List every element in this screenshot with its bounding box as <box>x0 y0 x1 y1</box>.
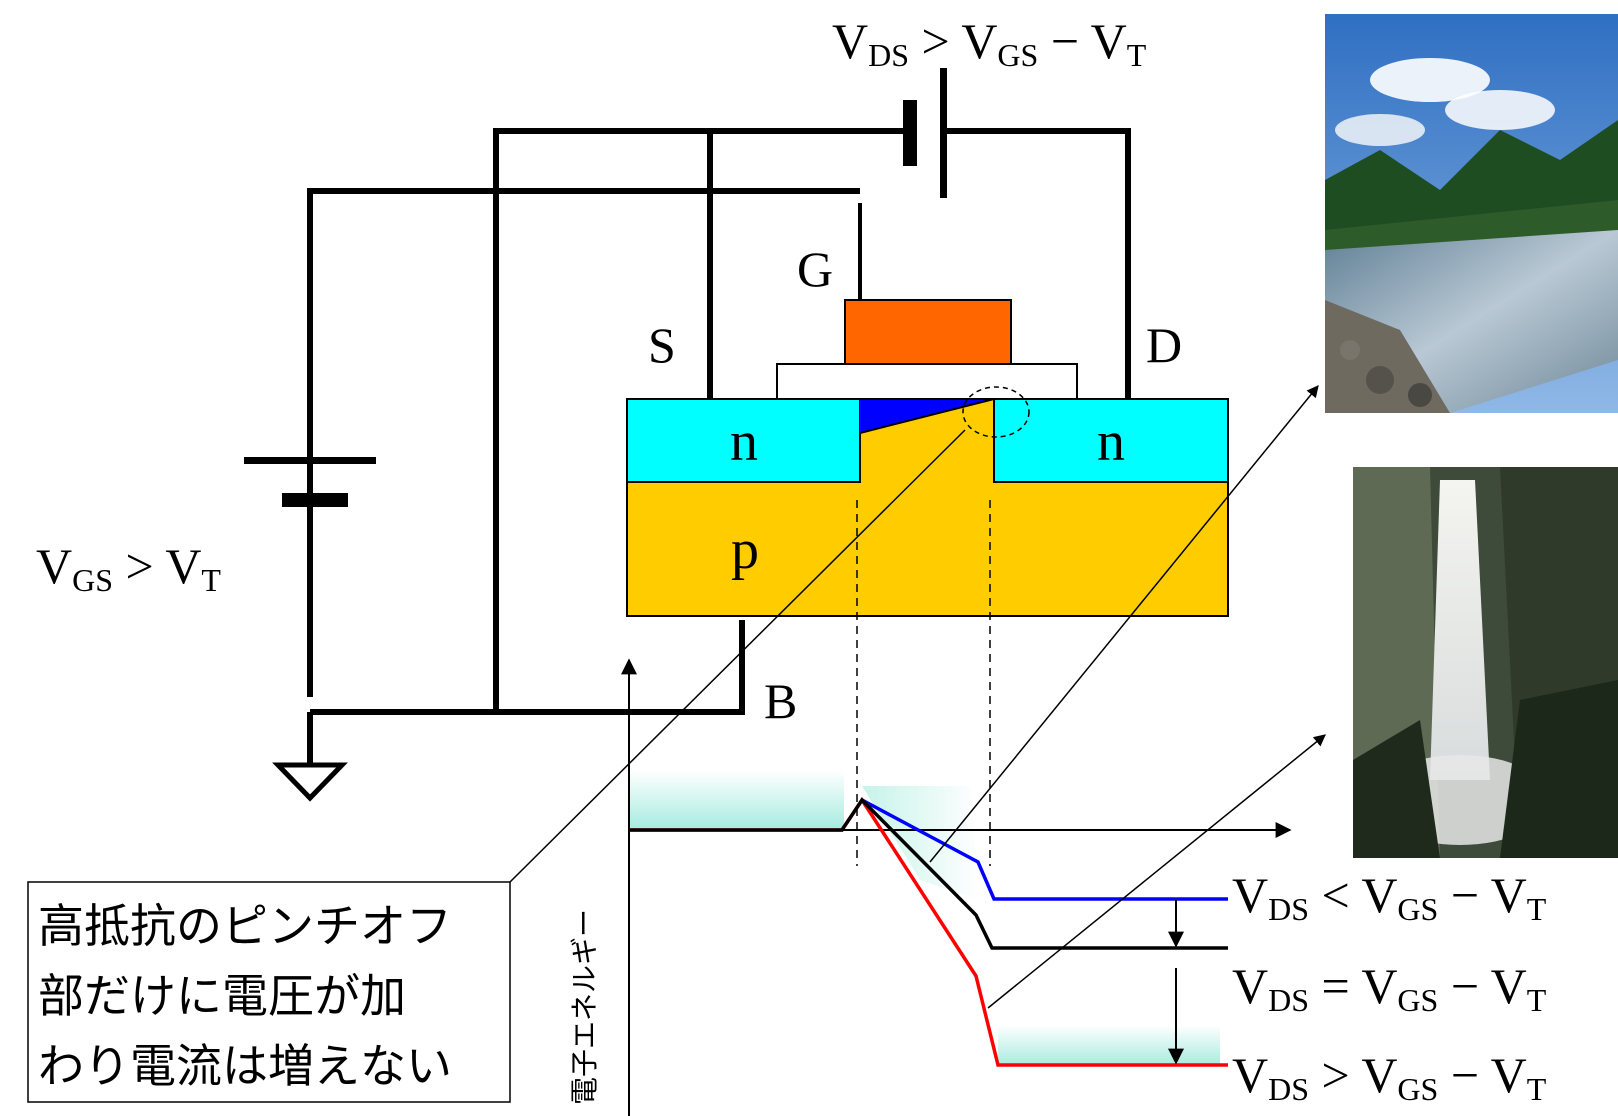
ds-battery-long-plate <box>940 68 947 198</box>
ground-icon <box>272 762 348 802</box>
source-label: S <box>648 317 676 373</box>
body-label: B <box>764 673 797 729</box>
curve-label-pinchoff: VDS = VGS − VT <box>1232 958 1547 1018</box>
mosfet-structure <box>626 299 1229 617</box>
gs-battery-short-plate <box>282 493 348 507</box>
river-photo <box>1325 14 1618 413</box>
source-electron-fill <box>629 770 844 828</box>
drain-n-label: n <box>1097 411 1125 473</box>
drain-label: D <box>1146 317 1182 373</box>
drain-electron-fill <box>998 1025 1220 1065</box>
gs-battery <box>244 457 376 507</box>
curve-label-saturation: VDS > VGS − VT <box>1232 1047 1547 1107</box>
callout-line-2: 部だけに電圧が加 <box>38 969 406 1023</box>
callout-box <box>27 881 511 1103</box>
band-curve-linear <box>861 798 1228 901</box>
pointer-lines <box>509 385 1326 1009</box>
river-pointer <box>929 385 1319 863</box>
waterfall-photo <box>1353 467 1618 858</box>
ds-battery-label: VDS > VGS − VT <box>832 13 1147 73</box>
gate-wire <box>307 188 860 697</box>
band-curve-pinchoff <box>629 797 1228 950</box>
drain-wire <box>944 128 1131 401</box>
gate-electrode <box>844 299 1012 365</box>
callout-pointer <box>509 429 966 883</box>
source-n-region <box>626 398 861 483</box>
gate-oxide <box>776 363 1078 400</box>
callout-line-1: 高抵抗のピンチオフ <box>38 899 452 953</box>
ds-battery-short-plate <box>903 100 917 166</box>
y-axis-label: 電子エネルギー <box>568 909 601 1105</box>
callout-line-3: わり電流は増えない <box>38 1039 452 1093</box>
gs-battery-long-plate <box>244 457 376 464</box>
source-n-label: n <box>730 411 758 473</box>
channel-edge <box>859 398 995 434</box>
channel-electron-fill <box>862 786 980 900</box>
curve-label-linear: VDS < VGS − VT <box>1232 867 1547 927</box>
gs-battery-label: VGS > VT <box>36 538 221 598</box>
waterfall-pointer <box>987 734 1326 1009</box>
ds-battery <box>903 68 947 198</box>
body-wire <box>310 620 745 715</box>
band-plot <box>621 658 1292 1116</box>
pinchoff-highlight <box>962 386 1030 438</box>
gate-label: G <box>797 241 833 297</box>
drain-n-region <box>993 398 1229 483</box>
p-substrate-label: p <box>731 519 759 581</box>
source-wire <box>493 128 906 712</box>
